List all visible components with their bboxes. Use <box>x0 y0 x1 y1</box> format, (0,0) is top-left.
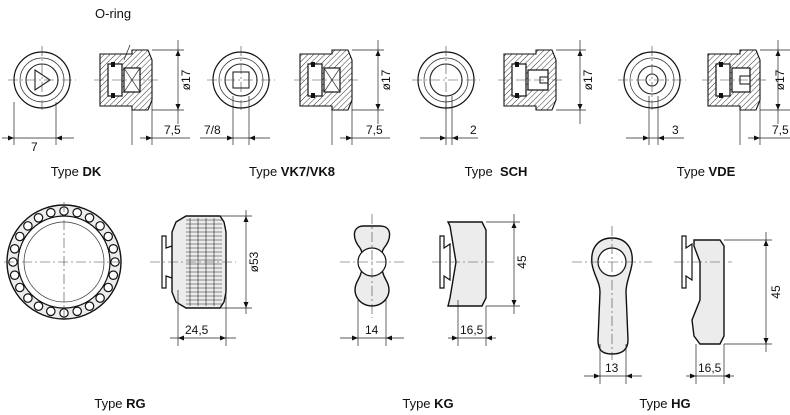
sch-section-view <box>498 49 562 111</box>
kg-dimensions <box>340 214 520 346</box>
hg-front-view <box>572 226 652 360</box>
knurl-scallop <box>9 244 20 254</box>
caption-vk-name: VK7/VK8 <box>281 164 335 179</box>
knurl-scallop <box>95 293 105 303</box>
knurl-scallop <box>72 207 82 218</box>
caption-kg-name: KG <box>434 396 454 411</box>
caption-type-kg: Type KG <box>402 396 453 411</box>
knurl-scallop <box>108 244 119 254</box>
dim-kg-width: 14 <box>365 323 379 337</box>
rg-front-view <box>4 202 124 322</box>
knurl-scallop <box>95 221 105 231</box>
vde-front-view <box>618 46 686 112</box>
hg-dimensions <box>584 232 772 384</box>
knurl-scallop <box>45 306 56 317</box>
vk-dimensions <box>200 40 390 145</box>
dim-hg-width: 13 <box>605 361 619 375</box>
dim-vk-width: 7/8 <box>204 123 221 137</box>
dk-section-view <box>94 44 158 111</box>
vk-front-view <box>207 46 275 112</box>
kg-front-view <box>340 214 404 318</box>
caption-dk-name: DK <box>83 164 102 179</box>
caption-sch-prefix: Type <box>465 164 500 179</box>
knurl-scallop <box>103 282 113 293</box>
caption-type-vde: Type VDE <box>677 164 736 179</box>
caption-hg-prefix: Type <box>639 396 671 411</box>
o-ring-callout: O-ring <box>95 6 131 21</box>
caption-dk-prefix: Type <box>51 164 83 179</box>
caption-vde-name: VDE <box>709 164 736 179</box>
knurl-scallop <box>45 207 56 218</box>
type-vk-drawing <box>200 40 390 145</box>
caption-type-vk: Type VK7/VK8 <box>249 164 335 179</box>
dim-hg-height: 45 <box>769 285 783 299</box>
caption-type-sch: Type SCH <box>465 164 528 179</box>
dim-vk-length: 7,5 <box>366 123 383 137</box>
dk-front-view <box>8 46 76 112</box>
caption-type-dk: Type DK <box>51 164 102 179</box>
knurl-scallop <box>23 293 33 303</box>
knurl-scallop <box>84 213 95 223</box>
dim-rg-diameter: ø53 <box>247 251 261 272</box>
knurl-scallop <box>108 270 119 280</box>
type-hg-drawing <box>572 226 772 384</box>
dim-vde-diameter: ø17 <box>773 69 787 90</box>
dim-hg-length: 16,5 <box>698 361 722 375</box>
type-kg-drawing <box>340 214 520 346</box>
knurl-scallop <box>33 301 44 311</box>
dim-vde-width: 3 <box>672 123 679 137</box>
dim-vde-length: 7,5 <box>772 123 789 137</box>
hg-side-view <box>674 235 732 345</box>
dim-dk-width: 7 <box>31 140 38 154</box>
caption-rg-name: RG <box>126 396 146 411</box>
knurl-scallop <box>23 221 33 231</box>
knurl-scallop <box>33 213 44 223</box>
type-sch-drawing <box>412 40 586 145</box>
knurl-scallop <box>72 306 82 317</box>
type-rg-drawing <box>4 202 252 346</box>
vk-section-view <box>294 49 358 111</box>
rg-dimensions <box>170 210 252 346</box>
dim-kg-height: 45 <box>515 255 529 269</box>
knurl-scallop <box>84 301 95 311</box>
caption-kg-prefix: Type <box>402 396 434 411</box>
knurl-scallop <box>9 270 20 280</box>
caption-vk-prefix: Type <box>249 164 281 179</box>
dim-kg-length: 16,5 <box>460 323 484 337</box>
caption-type-hg: Type HG <box>639 396 690 411</box>
sch-dimensions <box>420 40 586 145</box>
vde-dimensions <box>626 40 790 145</box>
kg-side-view <box>432 221 494 307</box>
caption-sch-name: SCH <box>500 164 527 179</box>
caption-type-rg: Type RG <box>94 396 145 411</box>
knurl-scallop <box>14 231 25 242</box>
dim-rg-length: 24,5 <box>185 323 209 337</box>
dim-sch-diameter: ø17 <box>581 69 595 90</box>
knurl-scallop <box>14 282 25 293</box>
caption-hg-name: HG <box>671 396 691 411</box>
vde-section-view <box>702 49 766 111</box>
rg-side-view <box>150 215 236 309</box>
dim-dk-length: 7,5 <box>164 123 181 137</box>
type-dk-drawing <box>2 40 190 145</box>
dim-vk-diameter: ø17 <box>379 69 393 90</box>
dk-dimensions <box>2 40 190 145</box>
caption-rg-prefix: Type <box>94 396 126 411</box>
dim-sch-width: 2 <box>470 123 477 137</box>
type-vde-drawing <box>618 40 790 145</box>
knurl-scallop <box>103 231 113 242</box>
dim-dk-diameter: ø17 <box>179 69 193 90</box>
caption-vde-prefix: Type <box>677 164 709 179</box>
